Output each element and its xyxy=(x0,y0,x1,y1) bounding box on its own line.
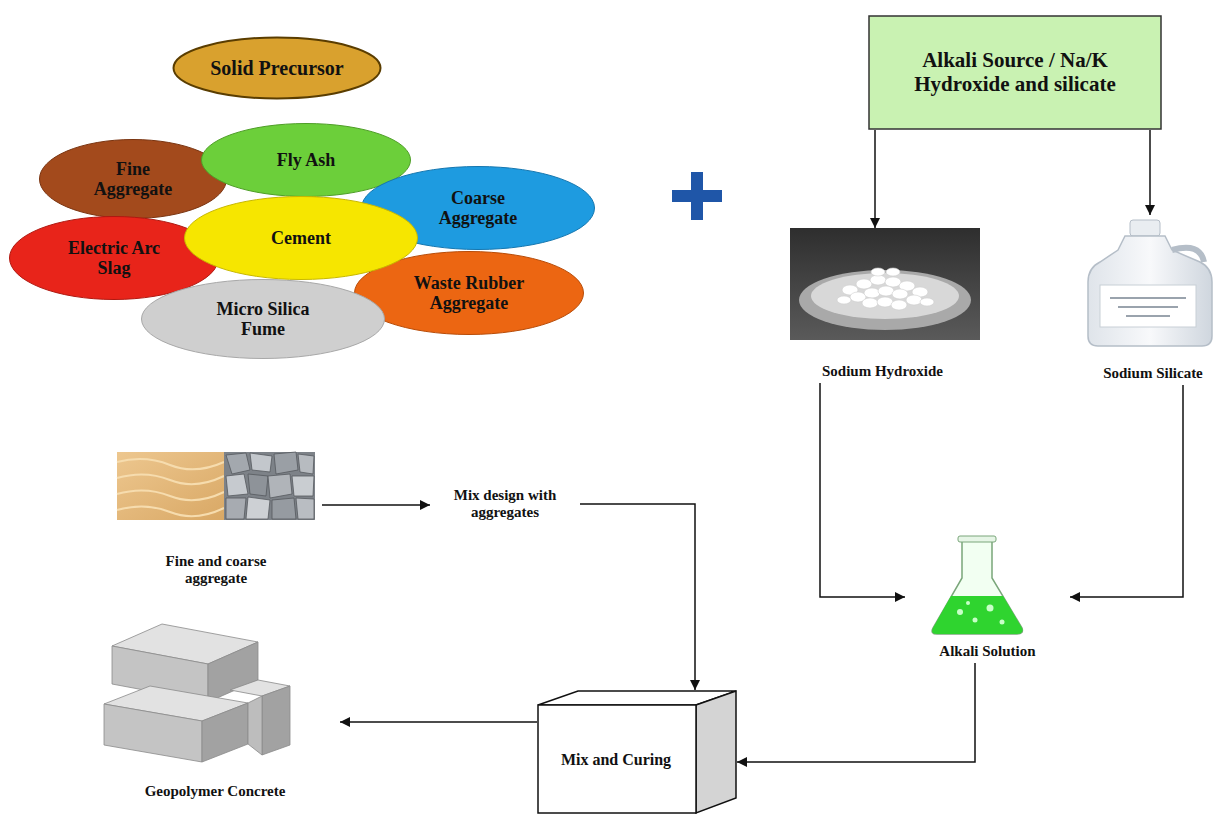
image-caption: Geopolymer Concrete xyxy=(145,783,286,800)
ellipse-shape xyxy=(142,280,385,359)
photo-background xyxy=(790,228,980,340)
jug-label-lines xyxy=(1110,298,1186,316)
flow-arrow xyxy=(580,504,695,690)
block-side xyxy=(262,686,290,755)
node-label: Electric Arc Slag xyxy=(54,238,174,278)
ellipse-shape xyxy=(40,140,227,219)
plate xyxy=(799,270,971,330)
flow-arrow xyxy=(874,130,876,228)
flask-liquid xyxy=(932,596,1022,634)
image-caption: Sodium Silicate xyxy=(1103,365,1203,382)
flow-arrow xyxy=(820,383,905,597)
block-side xyxy=(202,703,248,762)
material-petal: Fine Aggregate xyxy=(38,138,228,220)
sand xyxy=(117,452,224,520)
node-label: Fly Ash xyxy=(277,150,336,170)
image-caption-node: Sodium Hydroxide xyxy=(775,228,990,383)
process-cube: Mix and Curing xyxy=(537,690,737,814)
node-label: Cement xyxy=(271,228,331,248)
image-caption-node: Alkali Solution xyxy=(905,535,1070,663)
ellipse-shape xyxy=(185,197,418,280)
jug-cap xyxy=(1130,220,1160,236)
image-caption-node: Geopolymer Concrete xyxy=(90,618,340,803)
jug-handle xyxy=(1172,248,1204,262)
gravel xyxy=(224,452,315,520)
flow-arrow xyxy=(340,721,537,723)
material-petal: Micro Silica Fume xyxy=(140,278,386,360)
image-caption-node: Sodium Silicate xyxy=(1078,215,1228,385)
flask-glass xyxy=(932,540,1022,634)
rect-shape xyxy=(869,16,1161,129)
node-label: Waste Rubber Aggregate xyxy=(399,273,539,313)
concrete-blocks xyxy=(104,624,290,762)
flow-arrow xyxy=(1149,130,1151,215)
gravel-stones xyxy=(226,452,314,519)
plus-sign xyxy=(672,172,722,220)
sand-ripples xyxy=(117,459,224,516)
image-caption: Alkali Solution xyxy=(939,643,1035,660)
precursor-ellipse: Solid Precursor xyxy=(172,36,382,100)
node-label: Micro Silica Fume xyxy=(203,299,323,339)
pellets xyxy=(837,268,934,310)
jug-body xyxy=(1088,236,1212,346)
step-label: Mix design with aggregates xyxy=(430,478,580,530)
flow-arrow xyxy=(1070,385,1183,597)
bubbles xyxy=(957,601,1005,625)
flow-arrow xyxy=(737,663,975,762)
ellipse-shape xyxy=(355,252,584,335)
image-caption-node: Fine and coarse aggregate xyxy=(110,450,322,590)
node-label: Mix and Curing xyxy=(537,751,695,769)
jug-label xyxy=(1100,285,1196,327)
ellipse-shape xyxy=(174,38,381,99)
flask xyxy=(932,536,1022,634)
flow-arrow xyxy=(322,504,430,506)
block-front xyxy=(104,704,202,762)
node-label: Fine Aggregate xyxy=(83,159,183,199)
sodium-hydroxide-photo xyxy=(790,228,980,340)
node-label: Alkali Source / Na/K Hydroxide and silic… xyxy=(884,49,1146,96)
block-front xyxy=(248,696,262,755)
material-petal: Cement xyxy=(183,195,419,281)
image-caption: Fine and coarse aggregate xyxy=(141,553,291,587)
sodium-silicate-jug xyxy=(1088,220,1212,346)
image-caption: Sodium Hydroxide xyxy=(822,363,943,380)
cube-front xyxy=(538,705,696,813)
plate-inner xyxy=(811,273,959,319)
node-label: Coarse Aggregate xyxy=(423,188,533,228)
node-label: Solid Precursor xyxy=(210,57,344,79)
cube-side xyxy=(696,691,736,813)
alkali-source-box: Alkali Source / Na/K Hydroxide and silic… xyxy=(868,15,1162,130)
plus-bar xyxy=(691,172,703,220)
node-label: Mix design with aggregates xyxy=(435,487,575,521)
aggregate-photo xyxy=(117,452,315,520)
flask-rim xyxy=(958,536,996,542)
